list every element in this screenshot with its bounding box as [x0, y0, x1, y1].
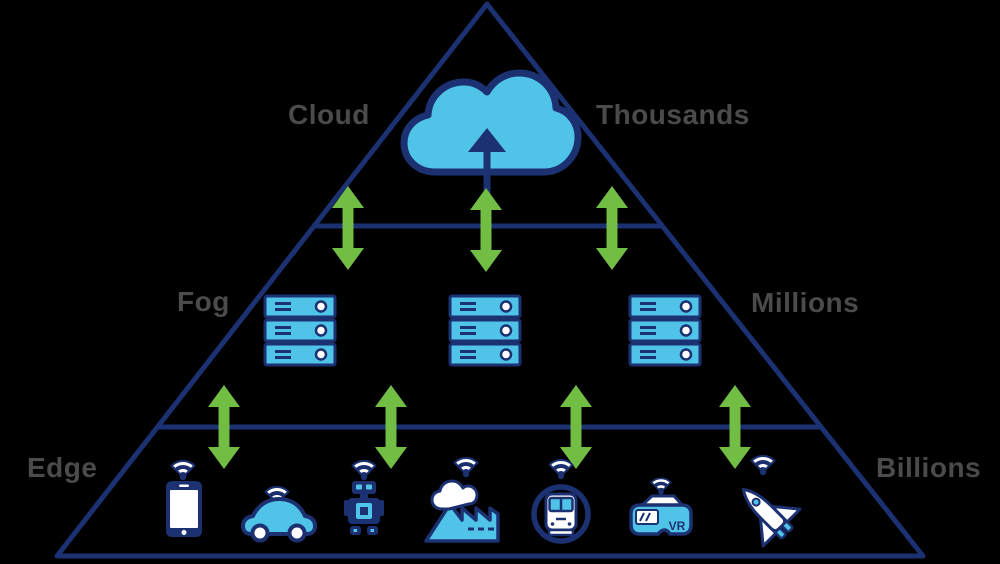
cloud-scale-label: Thousands: [596, 99, 750, 130]
smartphone-icon: [166, 460, 202, 537]
vr-label: VR: [669, 519, 686, 533]
wifi-signal-icon: [351, 460, 377, 482]
connected-car-icon: [241, 486, 317, 543]
pyramid-outline: [54, 1, 926, 559]
fog-server-rack-2: [448, 294, 522, 367]
factory-icon: [424, 457, 500, 543]
robot-icon: [344, 460, 384, 535]
train-icon: [531, 459, 591, 544]
wifi-signal-icon: [650, 477, 672, 496]
wifi-signal-icon: [750, 455, 776, 477]
edge-layer-label: Edge: [27, 452, 98, 483]
cloud-upload-icon: [400, 69, 582, 206]
cloud-layer-label: Cloud: [288, 99, 370, 130]
data-flow-arrow: [470, 188, 502, 272]
fog-server-rack-1: [263, 294, 337, 367]
fog-scale-label: Millions: [751, 287, 860, 318]
wifi-signal-icon: [453, 457, 479, 479]
fog-server-rack-3: [628, 294, 702, 367]
wifi-signal-icon: [170, 460, 196, 482]
edge-scale-label: Billions: [876, 452, 982, 483]
fog-layer-label: Fog: [177, 286, 230, 317]
wifi-signal-icon: [548, 459, 574, 481]
space-shuttle-icon: [741, 455, 802, 548]
vr-headset-icon: VR: [629, 477, 693, 536]
